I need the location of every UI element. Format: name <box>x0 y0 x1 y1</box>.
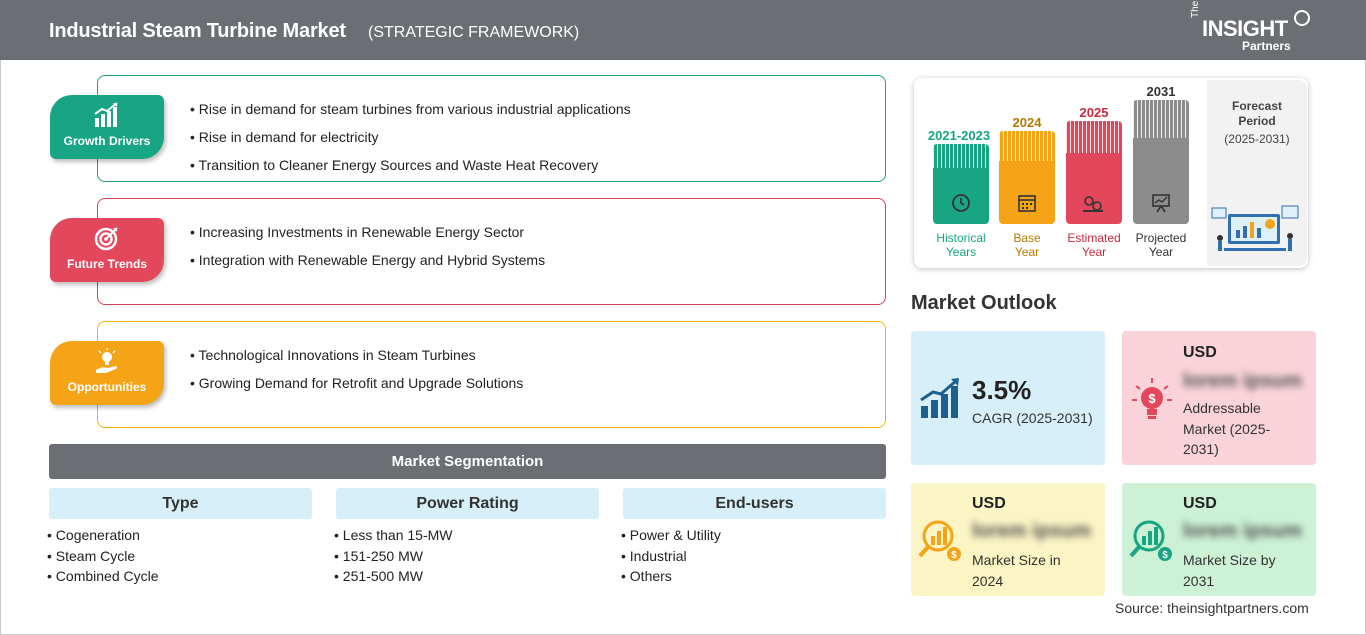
source-link[interactable]: Source: theinsightpartners.com <box>1115 600 1309 616</box>
market-size-2024-currency: USD <box>972 495 1006 512</box>
addressable-currency: USD <box>1183 344 1217 361</box>
growth-drivers-label: Growth Drivers <box>63 134 151 148</box>
opportunities-label: Opportunities <box>67 380 147 394</box>
timeline-bar-estimated <box>1066 153 1122 224</box>
segment-type-heading: Type <box>49 488 312 519</box>
list-item: Technological Innovations in Steam Turbi… <box>190 341 523 369</box>
timeline-bar-estimated-stripes <box>1066 121 1122 155</box>
list-item: Combined Cycle <box>47 566 159 587</box>
market-size-2031-value: lorem ipsum <box>1183 520 1302 542</box>
gears-dollar-icon <box>1083 196 1103 212</box>
timeline-caption-base: Base Year <box>1013 231 1041 259</box>
segment-end-users-list: Power & Utility Industrial Others <box>621 525 721 587</box>
target-icon <box>94 227 118 251</box>
timeline-bar-projected-stripes <box>1133 100 1189 140</box>
forecast-period-label: Forecast Period <box>1231 99 1283 128</box>
list-item: Steam Cycle <box>47 546 159 567</box>
list-item: Transition to Cleaner Energy Sources and… <box>190 151 631 179</box>
forecast-period-range: (2025-2031) <box>1224 132 1290 146</box>
timeline-caption-estimated: Estimated Year <box>1067 231 1121 259</box>
list-item: Less than 15-MW <box>334 525 453 546</box>
future-trends-list: Increasing Investments in Renewable Ener… <box>190 218 545 274</box>
timeline-bar-projected <box>1133 138 1189 224</box>
market-size-2024-label: Market Size in 2024 <box>972 552 1061 589</box>
future-trends-card: Increasing Investments in Renewable Ener… <box>97 198 886 305</box>
header-bar: Industrial Steam Turbine Market (STRATEG… <box>0 0 1366 60</box>
timeline-bar-historical <box>933 168 989 224</box>
market-outlook-title: Market Outlook <box>911 292 1057 314</box>
addressable-label: Addressable Market (2025- 2031) <box>1183 400 1271 457</box>
page-title: Industrial Steam Turbine Market <box>49 20 346 42</box>
cagr-value: 3.5% <box>972 375 1032 405</box>
timeline-year-base: 2024 <box>1012 115 1042 130</box>
list-item: Increasing Investments in Renewable Ener… <box>190 218 545 246</box>
growth-drivers-badge: Growth Drivers <box>50 95 164 159</box>
segment-end-users-heading: End-users <box>623 488 886 519</box>
lightbulb-dollar-icon: $ <box>1132 378 1172 419</box>
growth-bar-chart-icon <box>920 378 959 418</box>
timeline-bar-base-stripes <box>999 131 1055 163</box>
timeline-caption-historical: Historical Years <box>936 231 986 259</box>
svg-text:$: $ <box>951 550 957 561</box>
timeline-bar-historical-stripes <box>933 144 989 170</box>
list-item: Integration with Renewable Energy and Hy… <box>190 246 545 274</box>
market-size-2031-label: Market Size by 2031 <box>1183 552 1276 589</box>
growth-chart-icon <box>94 102 118 127</box>
segment-power-rating-heading: Power Rating <box>336 488 599 519</box>
growth-drivers-card: Rise in demand for steam turbines from v… <box>97 75 886 182</box>
list-item: Growing Demand for Retrofit and Upgrade … <box>190 369 524 397</box>
list-item: Industrial <box>621 546 721 567</box>
addressable-value: lorem ipsum <box>1183 370 1302 392</box>
magnifier-chart-icon: $ <box>1129 520 1172 561</box>
svg-text:$: $ <box>1162 550 1168 561</box>
timeline-year-projected: 2031 <box>1146 84 1176 99</box>
timeline-year-historical: 2021-2023 <box>927 128 991 143</box>
list-item: Cogeneration <box>47 525 159 546</box>
growth-drivers-list: Rise in demand for steam turbines from v… <box>190 95 631 179</box>
magnifier-chart-icon: $ <box>918 520 961 561</box>
timeline-caption-projected: Projected Year <box>1135 231 1187 259</box>
timeline-bar-base <box>999 161 1055 224</box>
presentation-chart-icon <box>1152 194 1170 213</box>
list-item: 151-250 MW <box>334 546 453 567</box>
timeline-year-estimated: 2025 <box>1079 105 1109 120</box>
page-subtitle: (STRATEGIC FRAMEWORK) <box>368 24 580 41</box>
cagr-label: CAGR (2025-2031) <box>972 410 1093 426</box>
market-segmentation-header: Market Segmentation <box>49 444 886 479</box>
future-trends-label: Future Trends <box>66 257 147 271</box>
calendar-icon <box>1018 195 1036 212</box>
segment-type-list: Cogeneration Steam Cycle Combined Cycle <box>47 525 159 587</box>
list-item: Rise in demand for steam turbines from v… <box>190 95 631 123</box>
clock-history-icon <box>952 194 970 212</box>
list-item: Power & Utility <box>621 525 721 546</box>
list-item: 251-500 MW <box>334 566 453 587</box>
opportunities-badge: Opportunities <box>50 341 164 405</box>
insight-partners-logo: The INSIGHT Partners <box>1190 1 1310 54</box>
lightbulb-hand-icon <box>96 348 117 373</box>
market-size-2031-currency: USD <box>1183 495 1217 512</box>
future-trends-badge: Future Trends <box>50 218 164 282</box>
list-item: Others <box>621 566 721 587</box>
list-item: Rise in demand for electricity <box>190 123 631 151</box>
opportunities-list: Technological Innovations in Steam Turbi… <box>190 341 524 397</box>
svg-text:$: $ <box>1148 391 1156 406</box>
opportunities-card: Technological Innovations in Steam Turbi… <box>97 321 886 428</box>
segment-power-rating-list: Less than 15-MW 151-250 MW 251-500 MW <box>334 525 453 587</box>
market-size-2024-value: lorem ipsum <box>972 520 1091 542</box>
analytics-illustration-icon <box>1211 205 1299 251</box>
